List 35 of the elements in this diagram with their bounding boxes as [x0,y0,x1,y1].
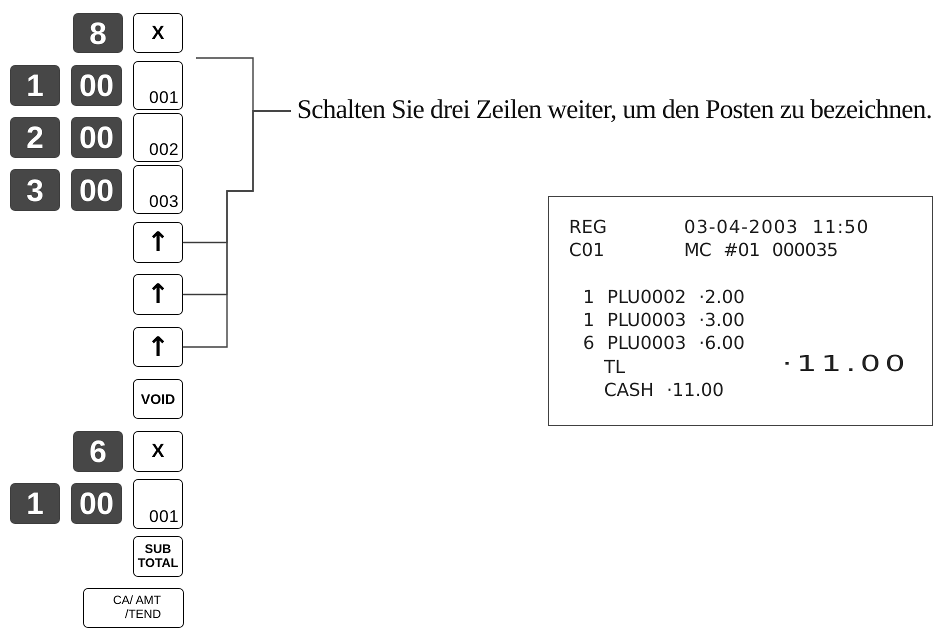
receipt-text: 03-04-2003 11:50 [684,217,870,239]
connector-line [183,110,291,348]
receipt-text: ·11.00 [782,351,910,379]
function-key: VOID [133,379,183,419]
function-key: 001 [133,479,183,529]
instruction-text: Schalten Sie drei Zeilen weiter, um den Posten zu bezeichnen. [291,94,932,124]
function-key: X [133,431,183,472]
receipt [548,196,933,426]
receipt-text: C01 [569,240,604,262]
function-key: 002 [133,113,183,162]
number-key: 6 [73,431,123,472]
function-key: X [133,13,183,53]
number-key: 3 [10,169,60,211]
receipt-text: TL [604,357,626,379]
function-key: SUB TOTAL [133,536,183,577]
receipt-text: MC #01 000035 [684,240,838,262]
receipt-text: 1 PLU0003 ·3.00 [583,310,745,332]
number-key: 2 [10,117,60,158]
function-key: CA/ AMT /TEND [83,588,184,628]
function-key: 003 [133,165,183,214]
number-key: 00 [71,169,122,211]
number-key: 1 [10,483,60,524]
receipt-text: CASH ·11.00 [604,380,724,402]
number-key: 00 [71,483,122,524]
function-key: 001 [133,61,183,110]
number-key: 00 [71,65,122,106]
up-arrow-key: ↑ [133,327,183,367]
receipt-text: 1 PLU0002 ·2.00 [583,287,745,309]
receipt-text: 6 PLU0003 ·6.00 [583,333,745,355]
up-arrow-key: ↑ [133,274,183,315]
up-arrow-key: ↑ [133,222,183,263]
number-key: 1 [10,65,60,106]
number-key: 00 [71,117,122,158]
receipt-text: REG [569,217,607,239]
number-key: 8 [73,13,123,53]
